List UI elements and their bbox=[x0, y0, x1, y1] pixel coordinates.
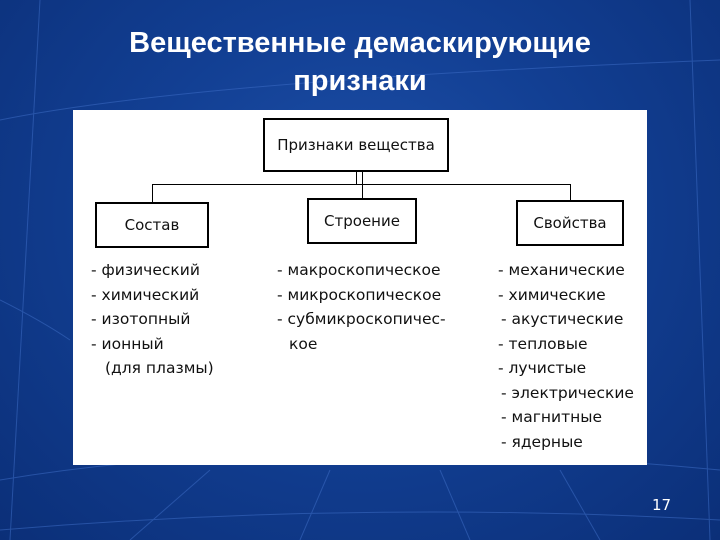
structure-list: - макроскопическое - микроскопическое - … bbox=[277, 258, 446, 356]
branch-node-label: Строение bbox=[324, 212, 400, 230]
title-line-2: признаки bbox=[293, 65, 427, 97]
composition-list: - физический - химический - изотопный - … bbox=[91, 258, 214, 381]
diagram-panel: Признаки вещества Состав Строение Свойст… bbox=[73, 110, 647, 465]
connector-branch-3 bbox=[570, 184, 571, 200]
list-item: - физический bbox=[91, 261, 200, 279]
connector-branch-1 bbox=[152, 184, 153, 202]
list-item: - субмикроскопичес- bbox=[277, 310, 446, 328]
list-item: - ядерные bbox=[501, 432, 583, 451]
list-item: - химический bbox=[91, 285, 200, 304]
root-node-label: Признаки вещества bbox=[277, 136, 435, 154]
list-item: - механические bbox=[498, 261, 625, 279]
list-item: - изотопный bbox=[91, 310, 191, 328]
title-line-1: Вещественные демаскирующие bbox=[129, 27, 591, 59]
list-item: кое bbox=[289, 334, 318, 353]
list-item: - акустические bbox=[501, 310, 624, 328]
branch-node-label: Свойства bbox=[533, 214, 607, 232]
list-item: - химические bbox=[498, 285, 606, 304]
list-item: - магнитные bbox=[501, 408, 602, 426]
list-item: - макроскопическое bbox=[277, 261, 441, 279]
connector-root-down bbox=[356, 172, 357, 184]
list-item: - тепловые bbox=[498, 334, 588, 353]
list-item: - электрические bbox=[501, 383, 634, 402]
list-item: (для плазмы) bbox=[105, 359, 214, 377]
branch-node-composition: Состав bbox=[95, 202, 209, 248]
branch-node-structure: Строение bbox=[307, 198, 417, 244]
root-node: Признаки вещества bbox=[263, 118, 449, 172]
page-number: 17 bbox=[652, 496, 672, 514]
list-item: - микроскопическое bbox=[277, 285, 442, 304]
slide-title: Вещественные демаскирующие признаки bbox=[80, 24, 640, 100]
list-item: - лучистые bbox=[498, 359, 587, 377]
branch-node-properties: Свойства bbox=[516, 200, 624, 246]
properties-list: - механические - химические - акустическ… bbox=[498, 258, 634, 454]
connector-branch-2 bbox=[362, 172, 363, 198]
list-item: - ионный bbox=[91, 334, 164, 353]
branch-node-label: Состав bbox=[124, 216, 180, 234]
connector-horizontal bbox=[152, 184, 571, 185]
